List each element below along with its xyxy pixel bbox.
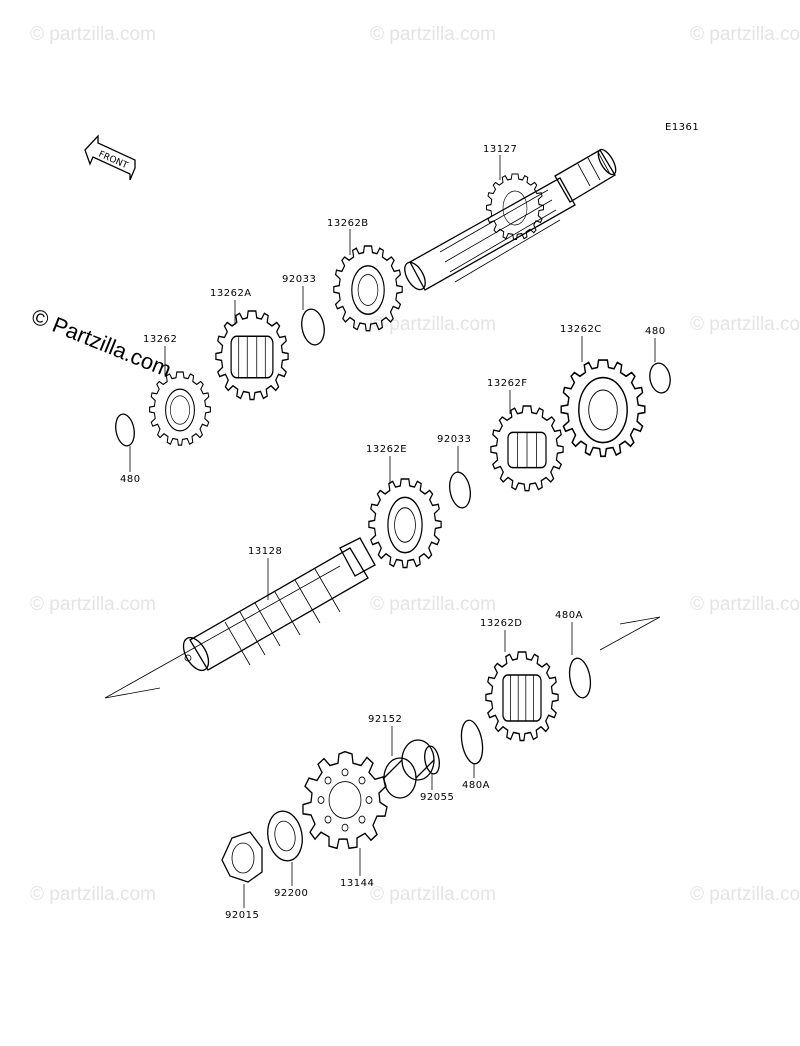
- diagram-code: E1361: [665, 122, 699, 133]
- watermark: © partzilla.com: [370, 884, 496, 905]
- watermark: © partzilla.com: [30, 24, 156, 45]
- circlip-480A-lower: [460, 719, 484, 765]
- watermark: © partzilla.com: [370, 24, 496, 45]
- circlip-480-left: [115, 413, 135, 447]
- gear-13262F: [490, 405, 564, 492]
- part-label-92015: 92015: [225, 910, 259, 921]
- part-label-13128: 13128: [248, 546, 282, 557]
- shaft-13127: [404, 148, 617, 291]
- axis-line: [104, 565, 341, 699]
- circlip-480-right: [649, 362, 671, 394]
- part-label-13262D: 13262D: [480, 618, 523, 629]
- part-label-13262F: 13262F: [487, 378, 528, 389]
- watermark-layer: © partzilla.com © partzilla.com © partzi…: [30, 24, 800, 905]
- part-label-92152: 92152: [368, 714, 402, 725]
- watermark: © partzilla.com: [690, 594, 800, 615]
- axis-line: [599, 616, 661, 651]
- part-label-13262E: 13262E: [366, 444, 407, 455]
- watermark: © partzilla.com: [30, 884, 156, 905]
- part-label-480A: 480A: [555, 610, 583, 621]
- gear-13262D: [485, 651, 559, 742]
- watermark: © partzilla.com: [30, 594, 156, 615]
- part-label-13262B: 13262B: [327, 218, 369, 229]
- part-label-92033: 92033: [437, 434, 471, 445]
- washer-92200: [267, 810, 303, 862]
- part-label-480A: 480A: [462, 780, 490, 791]
- watermark: © partzilla.com: [690, 314, 800, 335]
- gear-13262E: [368, 478, 442, 569]
- axis-line: [104, 687, 161, 699]
- watermark: © partzilla.com: [690, 24, 800, 45]
- part-label-480: 480: [120, 474, 141, 485]
- gear-13262C: [560, 359, 646, 458]
- watermark: © partzilla.com: [690, 884, 800, 905]
- gear-on-shaft-13127: [485, 173, 545, 241]
- sprocket-13144: [302, 750, 388, 850]
- axis-line: [619, 616, 661, 625]
- front-arrow-icon: FRONT: [84, 134, 136, 181]
- part-label-13262A: 13262A: [210, 288, 252, 299]
- gear-13262A: [215, 310, 289, 401]
- circlip-92033-upper: [301, 308, 325, 346]
- part-label-13262: 13262: [143, 334, 177, 345]
- part-label-13127: 13127: [483, 144, 517, 155]
- part-label-13144: 13144: [340, 878, 374, 889]
- nut-92015: [221, 831, 263, 883]
- part-labels: 13127 13262B 92033 13262A 13262 480 1326…: [120, 144, 666, 921]
- shaft-13128: [182, 537, 376, 672]
- watermark: © partzilla.com: [370, 594, 496, 615]
- gear-13262: [148, 371, 212, 446]
- gear-13262B: [333, 245, 403, 332]
- circlip-480A-upper: [568, 657, 592, 699]
- watermark: © partzilla.com: [370, 314, 496, 335]
- part-label-13262C: 13262C: [560, 324, 602, 335]
- part-label-480: 480: [645, 326, 666, 337]
- circlip-92033-lower: [449, 471, 471, 509]
- part-label-92200: 92200: [274, 888, 308, 899]
- front-label: FRONT: [97, 150, 130, 172]
- part-label-92055: 92055: [420, 792, 454, 803]
- part-label-92033: 92033: [282, 274, 316, 285]
- collar-92152: [383, 739, 435, 799]
